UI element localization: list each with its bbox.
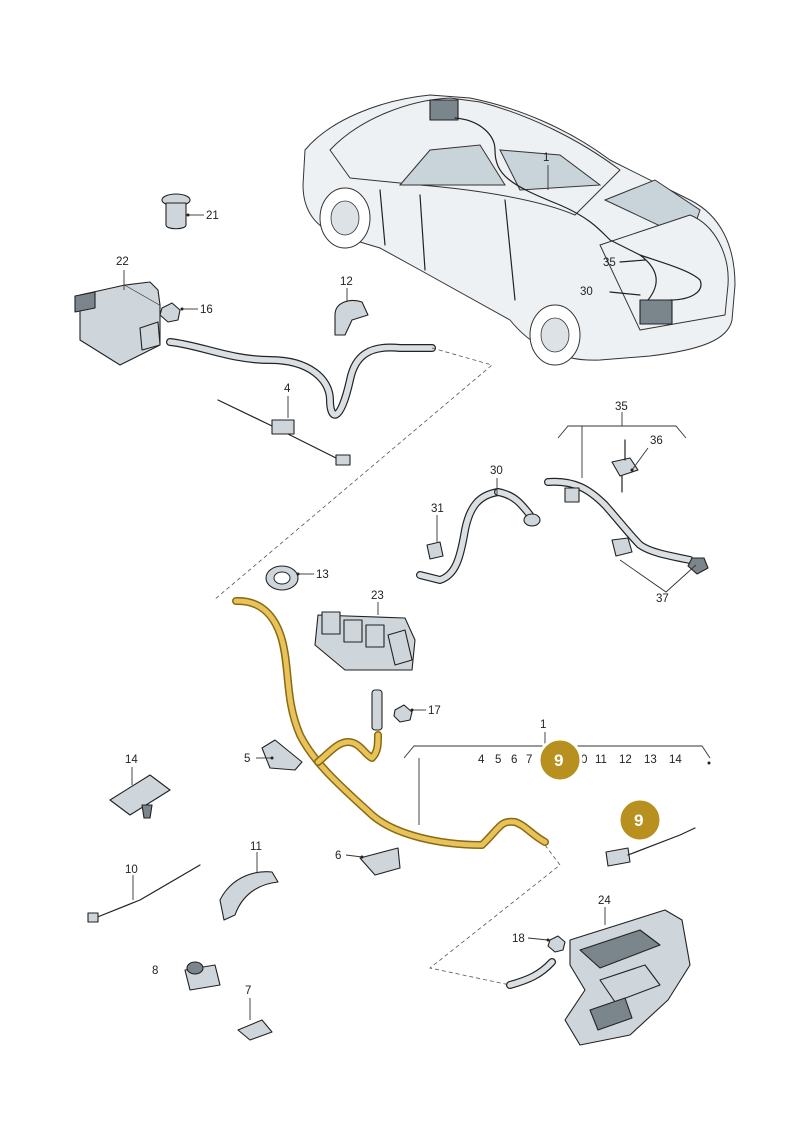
part-4-cable [166,338,436,466]
group-item: 6 [511,754,517,766]
callout-group-1: 1 [540,719,546,731]
part-17-bolt [371,689,413,731]
callout-14: 14 [125,754,138,766]
callout-4: 4 [284,383,291,395]
callout-23: 23 [371,590,384,602]
callout-11: 11 [250,841,262,853]
callout-37: 37 [656,593,669,605]
callout-car-1: 1 [543,152,549,164]
callout-16: 16 [200,304,213,316]
callout-5: 5 [244,753,250,765]
group-item: 13 [644,754,657,766]
group-item: 12 [619,754,632,766]
part-31-clip [426,541,444,560]
part-16-nut [159,302,181,323]
group-1-item-numbers: 4 5 6 7 0 11 12 13 14 [478,754,682,766]
callout-car-30: 30 [580,286,593,298]
callout-6: 6 [335,850,341,862]
callout-24: 24 [598,895,611,907]
group-item: 0 [581,754,587,766]
callout-36: 36 [650,435,663,447]
group-item: 11 [595,754,607,766]
guide-line-lower [429,844,561,986]
badge-number: 9 [634,811,643,830]
badge-number: 9 [554,751,563,770]
part-10-cable-tie [87,864,201,923]
part-9-cable-tie [605,827,696,867]
callout-30: 30 [490,465,503,477]
part-22-control-unit [74,281,161,366]
part-5-clip [261,739,303,771]
part-23-relay-carrier [314,611,416,671]
callout-21: 21 [206,210,219,222]
part-14-bracket [109,774,171,819]
part-18-cable [506,935,566,989]
rear-module-icon [639,299,673,325]
part-35-battery-cable [544,477,709,575]
part-8-holder [184,961,221,991]
callout-17: 17 [428,705,441,717]
callout-13: 13 [316,569,329,581]
part-12-bracket [334,299,369,336]
part-13-grommet [265,565,299,591]
part-30-cable [416,488,541,584]
callout-18: 18 [512,933,525,945]
highlight-badge-group[interactable]: 9 [537,737,583,783]
group-item: 5 [495,754,501,766]
group-item: 7 [526,754,532,766]
callout-7: 7 [245,985,251,997]
front-module-icon [429,99,459,121]
callout-8: 8 [152,965,158,977]
guide-line-upper [213,347,493,601]
group-item: 4 [478,754,485,766]
callout-10: 10 [125,864,138,876]
callout-22: 22 [116,256,129,268]
part-21-grommet [161,193,191,230]
part-1-highlighted-harness [232,596,549,849]
group-item: 14 [669,754,682,766]
callout-car-35: 35 [603,257,616,269]
part-11-guide [219,871,279,921]
callout-35: 35 [615,401,628,413]
part-36-terminal [611,439,639,493]
callout-31: 31 [431,503,444,515]
car-illustration [302,94,736,366]
part-6-holder [359,847,401,876]
callout-12: 12 [340,276,353,288]
part-24-fuse-box [564,909,691,1046]
part-7-clip [237,1019,273,1041]
highlight-badge-part[interactable]: 9 [617,797,663,843]
